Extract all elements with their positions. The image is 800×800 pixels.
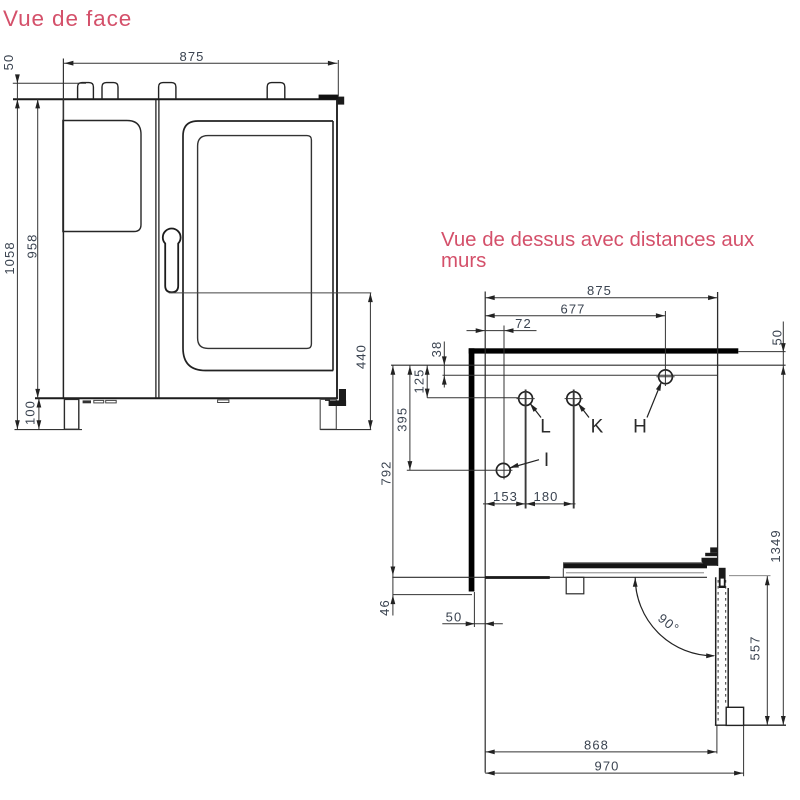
svg-text:792: 792 — [379, 461, 394, 486]
svg-text:100: 100 — [23, 400, 38, 425]
svg-text:557: 557 — [748, 636, 763, 661]
svg-text:50: 50 — [446, 610, 463, 625]
svg-text:1058: 1058 — [2, 241, 17, 274]
svg-text:440: 440 — [354, 344, 369, 369]
svg-text:L: L — [540, 417, 551, 438]
svg-text:875: 875 — [180, 49, 205, 64]
svg-text:46: 46 — [377, 599, 392, 616]
svg-text:50: 50 — [1, 54, 16, 71]
svg-text:153: 153 — [493, 489, 518, 504]
svg-text:1349: 1349 — [768, 529, 783, 562]
svg-text:K: K — [591, 417, 604, 438]
svg-text:180: 180 — [534, 489, 559, 504]
svg-text:875: 875 — [587, 283, 612, 298]
svg-text:125: 125 — [412, 369, 427, 394]
svg-text:H: H — [633, 417, 647, 438]
svg-text:murs: murs — [441, 250, 486, 272]
svg-text:395: 395 — [395, 407, 410, 432]
svg-text:958: 958 — [25, 234, 40, 259]
svg-text:868: 868 — [584, 738, 609, 753]
svg-text:677: 677 — [561, 301, 586, 316]
svg-text:50: 50 — [770, 329, 785, 346]
svg-text:90°: 90° — [655, 610, 682, 636]
svg-text:72: 72 — [515, 316, 532, 331]
svg-text:970: 970 — [595, 758, 620, 773]
svg-text:38: 38 — [429, 341, 444, 358]
svg-text:I: I — [544, 450, 549, 471]
svg-text:Vue de face: Vue de face — [3, 6, 132, 31]
svg-text:Vue de dessus avec distances a: Vue de dessus avec distances aux — [441, 229, 754, 251]
